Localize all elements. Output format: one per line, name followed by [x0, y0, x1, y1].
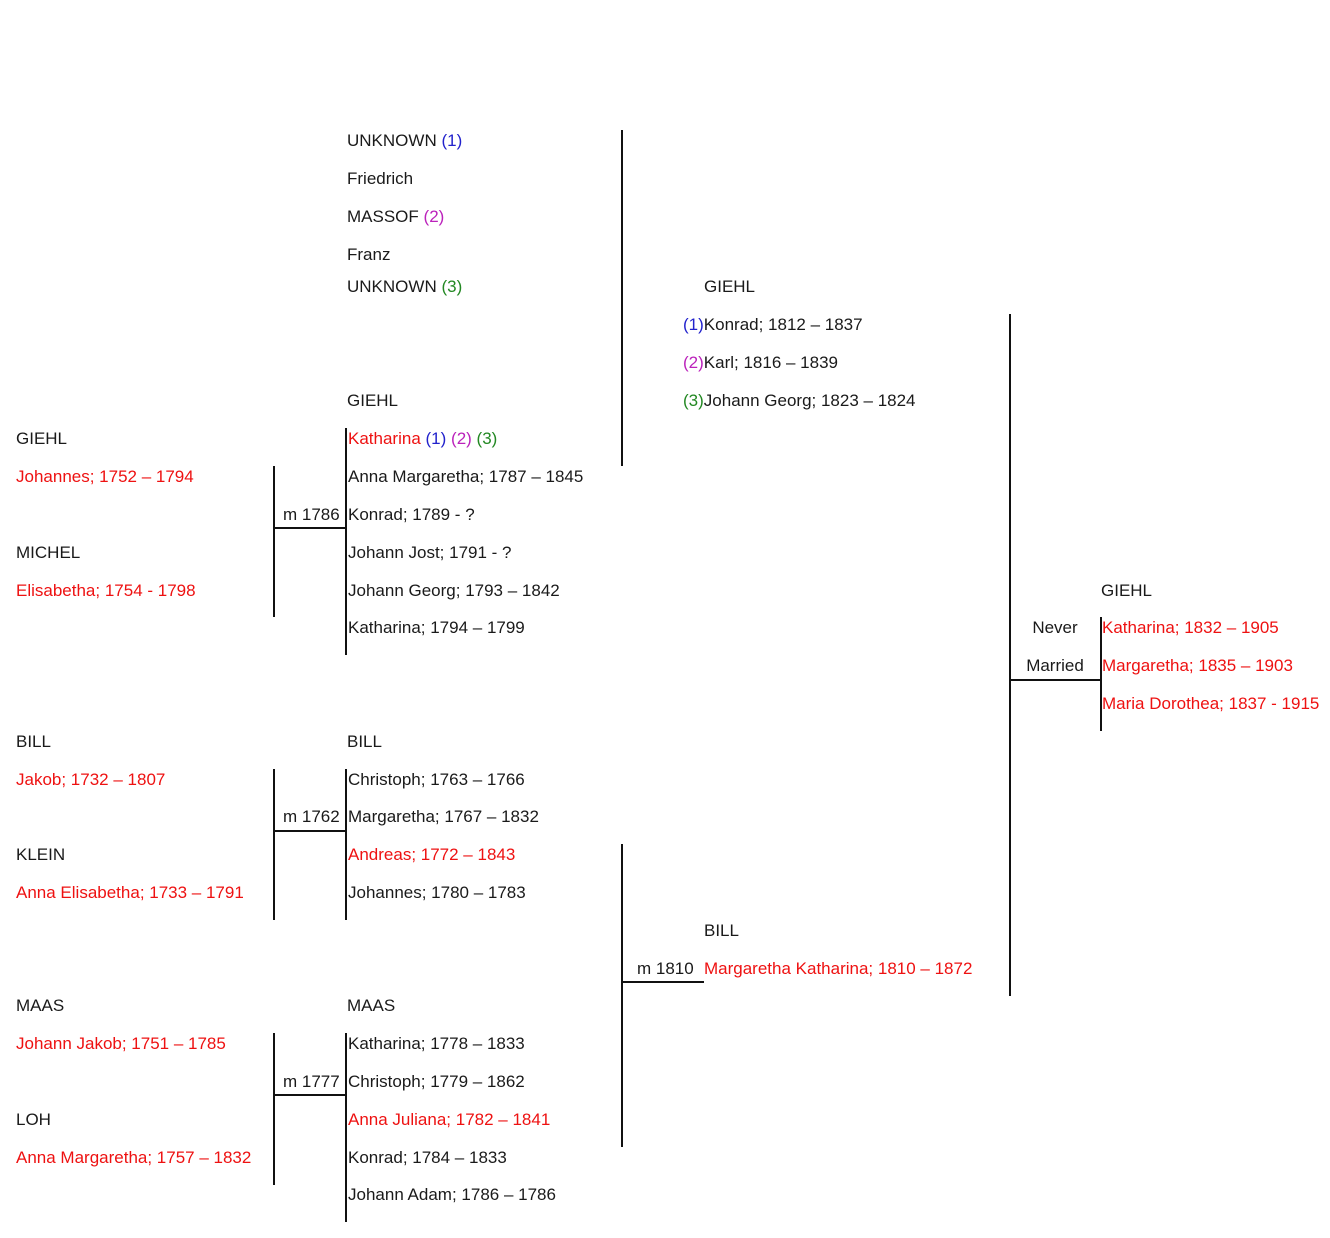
friedrich-label: Friedrich	[347, 169, 414, 188]
child-item: Konrad; 1784 – 1833	[348, 1148, 507, 1167]
giehl-michel-parents-line	[273, 466, 275, 617]
andreas-union-marriage-line	[621, 981, 704, 983]
child-text: Karl; 1816 – 1839	[703, 353, 838, 372]
marriage-label: m 1777	[283, 1072, 340, 1091]
marriage-marker-2: (2)	[423, 207, 445, 226]
child-item: Johann Jost; 1791 - ?	[348, 543, 512, 562]
child-name: Margaretha Katharina; 1810 – 1872	[704, 959, 973, 978]
marriage-marker-2: (2)	[451, 429, 472, 448]
maas-loh-parents-line	[273, 1033, 275, 1185]
child-katharina-key: Katharina (1) (2) (3)	[348, 429, 497, 449]
marriage-label: m 1762	[283, 807, 340, 826]
wife-name: Anna Elisabetha; 1733 – 1791	[16, 883, 244, 902]
child-item: Anna Margaretha; 1787 – 1845	[348, 467, 584, 486]
child-johann-georg: (3)Johann Georg; 1823 – 1824	[683, 391, 916, 411]
child-item: Margaretha; 1835 – 1903	[1102, 656, 1293, 675]
surname: MASSOF	[347, 207, 419, 226]
marriage-marker: (2)	[683, 353, 704, 372]
bill-klein-marriage-line	[273, 830, 347, 832]
unknown-group-line	[621, 130, 623, 466]
surname-heading: GIEHL	[347, 391, 399, 410]
bill-klein-parents-line	[273, 769, 275, 920]
wife-name: Elisabetha; 1754 - 1798	[16, 581, 196, 600]
child-item-anna-juliana: Anna Juliana; 1782 – 1841	[348, 1110, 551, 1129]
child-item: Johann Adam; 1786 – 1786	[348, 1185, 556, 1204]
surname-heading: GIEHL	[704, 277, 756, 296]
final-union-line	[1009, 679, 1102, 681]
marriage-marker-1: (1)	[425, 429, 447, 448]
maas-loh-marriage-line	[273, 1094, 347, 1096]
married-label: Married	[1026, 656, 1084, 675]
giehl-michel-marriage-line	[273, 527, 347, 529]
child-item: Katharina; 1832 – 1905	[1102, 618, 1279, 637]
child-item: Konrad; 1789 - ?	[348, 505, 475, 524]
husband-name: Jakob; 1732 – 1807	[16, 770, 166, 789]
unknown-1-label: UNKNOWN (1)	[347, 131, 462, 151]
marriage-marker: (3)	[683, 391, 704, 410]
final-children-line	[1100, 617, 1102, 731]
husband-name: Johann Jakob; 1751 – 1785	[16, 1034, 226, 1053]
never-label: Never	[1032, 618, 1078, 637]
marriage-marker-3: (3)	[441, 277, 463, 296]
wife-surname: LOH	[16, 1110, 51, 1129]
child-item: Christoph; 1763 – 1766	[348, 770, 525, 789]
child-item: Johannes; 1780 – 1783	[348, 883, 526, 902]
husband-surname: MAAS	[16, 996, 65, 1015]
unknown-3-label: UNKNOWN (3)	[347, 277, 462, 297]
surname: UNKNOWN	[347, 277, 437, 296]
child-name: Katharina	[348, 429, 421, 448]
husband-surname: BILL	[16, 732, 51, 751]
children-surname: GIEHL	[1101, 581, 1153, 600]
marriage-marker-3: (3)	[476, 429, 498, 448]
child-text: Johann Georg; 1823 – 1824	[703, 391, 916, 410]
maas-children-line	[345, 1033, 347, 1222]
marriage-label: m 1786	[283, 505, 340, 524]
child-item: Katharina; 1778 – 1833	[348, 1034, 525, 1053]
child-text: Konrad; 1812 – 1837	[703, 315, 863, 334]
bill-children-line	[345, 769, 347, 920]
marriage-label: m 1810	[637, 959, 694, 978]
surname-heading: MAAS	[347, 996, 396, 1015]
child-item: Christoph; 1779 – 1862	[348, 1072, 525, 1091]
giehl-children-first-marriages-line	[1009, 314, 1011, 996]
child-item: Maria Dorothea; 1837 - 1915	[1102, 694, 1320, 713]
surname: UNKNOWN	[347, 131, 437, 150]
child-karl: (2)Karl; 1816 – 1839	[683, 353, 838, 373]
wife-surname: KLEIN	[16, 845, 66, 864]
marriage-marker-1: (1)	[441, 131, 463, 150]
wife-surname: MICHEL	[16, 543, 81, 562]
child-item: Johann Georg; 1793 – 1842	[348, 581, 560, 600]
husband-name: Johannes; 1752 – 1794	[16, 467, 194, 486]
husband-surname: GIEHL	[16, 429, 68, 448]
child-item: Margaretha; 1767 – 1832	[348, 807, 539, 826]
andreas-union-line	[621, 844, 623, 1147]
child-surname: BILL	[704, 921, 739, 940]
giehl-children-line	[345, 428, 347, 655]
child-item-andreas: Andreas; 1772 – 1843	[348, 845, 516, 864]
marriage-marker: (1)	[683, 315, 704, 334]
massof-label: MASSOF (2)	[347, 207, 444, 227]
wife-name: Anna Margaretha; 1757 – 1832	[16, 1148, 252, 1167]
child-konrad: (1)Konrad; 1812 – 1837	[683, 315, 863, 335]
surname-heading: BILL	[347, 732, 382, 751]
franz-label: Franz	[347, 245, 391, 264]
child-item: Katharina; 1794 – 1799	[348, 618, 525, 637]
